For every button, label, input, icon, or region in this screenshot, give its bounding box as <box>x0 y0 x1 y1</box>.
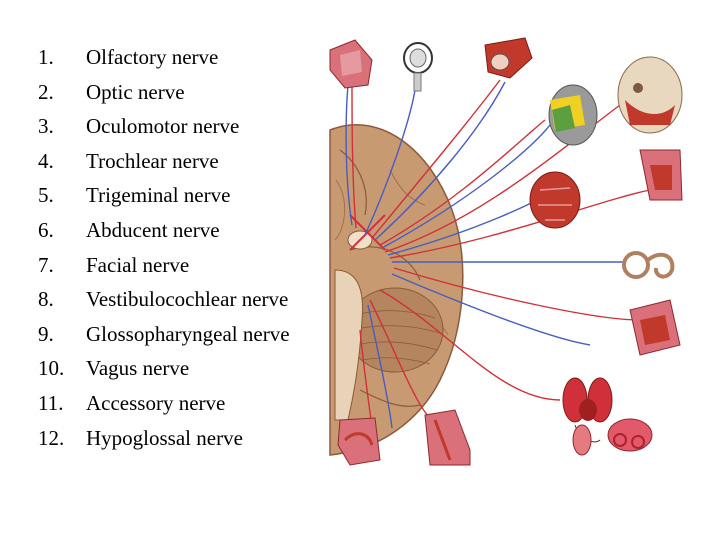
nerve-list-item: 1. Olfactory nerve <box>38 40 290 75</box>
nerve-number: 10. <box>38 356 65 381</box>
nerve-list-item: 9. Glossopharyngeal nerve <box>38 317 290 352</box>
pharynx-illustration <box>629 299 681 356</box>
nerve-list-item: 10. Vagus nerve <box>38 351 290 386</box>
nerve-list-item: 7. Facial nerve <box>38 248 290 283</box>
nerve-number: 6. <box>38 217 54 242</box>
nerve-list-item: 5. Trigeminal nerve <box>38 178 290 213</box>
nerve-number: 9. <box>38 321 54 346</box>
eye-illustration <box>403 42 433 92</box>
nerve-number: 12. <box>38 425 65 450</box>
tongue-illustration <box>337 417 381 466</box>
nerve-number: 4. <box>38 148 54 173</box>
nerve-name: Hypoglossal nerve <box>86 425 243 450</box>
nerve-list-item: 8. Vestibulocochlear nerve <box>38 282 290 317</box>
nerve-name: Vagus nerve <box>86 356 190 381</box>
nerve-number: 8. <box>38 287 54 312</box>
nerve-name: Trigeminal nerve <box>86 183 231 208</box>
nerve-name: Oculomotor nerve <box>86 114 240 139</box>
nerve-number: 2. <box>38 79 54 104</box>
nerve-name: Trochlear nerve <box>86 148 219 173</box>
facial-muscles-illustration <box>529 171 581 229</box>
nerve-number: 3. <box>38 114 54 139</box>
thoracic-organs-illustration <box>562 377 653 456</box>
nerve-number: 1. <box>38 45 54 69</box>
brain-base <box>329 124 464 456</box>
nerve-name: Optic nerve <box>86 79 185 104</box>
nerve-name: Abducent nerve <box>86 217 220 242</box>
nerve-number: 11. <box>38 390 64 415</box>
nerve-name: Facial nerve <box>86 252 190 277</box>
cranial-nerve-list: 1. Olfactory nerve 2. Optic nerve 3. Oculomot… <box>38 40 290 455</box>
inner-ear-illustration <box>622 251 675 279</box>
neck-illustration <box>424 409 471 466</box>
nerve-name: Vestibulocochlear nerve <box>86 287 289 312</box>
nerve-name: Olfactory nerve <box>86 45 219 69</box>
nerve-list-item: 4. Trochlear nerve <box>38 144 290 179</box>
nerve-list-item: 6. Abducent nerve <box>38 213 290 248</box>
nose-illustration <box>329 39 373 89</box>
nerve-list-item: 2. Optic nerve <box>38 75 290 110</box>
nerve-number: 7. <box>38 252 54 277</box>
nerve-list-item: 12. Hypoglossal nerve <box>38 421 290 456</box>
orbit-muscles-illustration <box>484 37 533 79</box>
nerve-name: Accessory nerve <box>86 390 226 415</box>
nerve-name: Glossopharyngeal nerve <box>86 321 290 346</box>
skull-illustration <box>617 56 683 134</box>
nerve-list-item: 3. Oculomotor nerve <box>38 109 290 144</box>
throat-illustration <box>639 149 683 201</box>
nerve-list-item: 11. Accessory nerve <box>38 386 290 421</box>
nerve-number: 5. <box>38 183 54 208</box>
face-sensory-illustration <box>548 84 598 146</box>
